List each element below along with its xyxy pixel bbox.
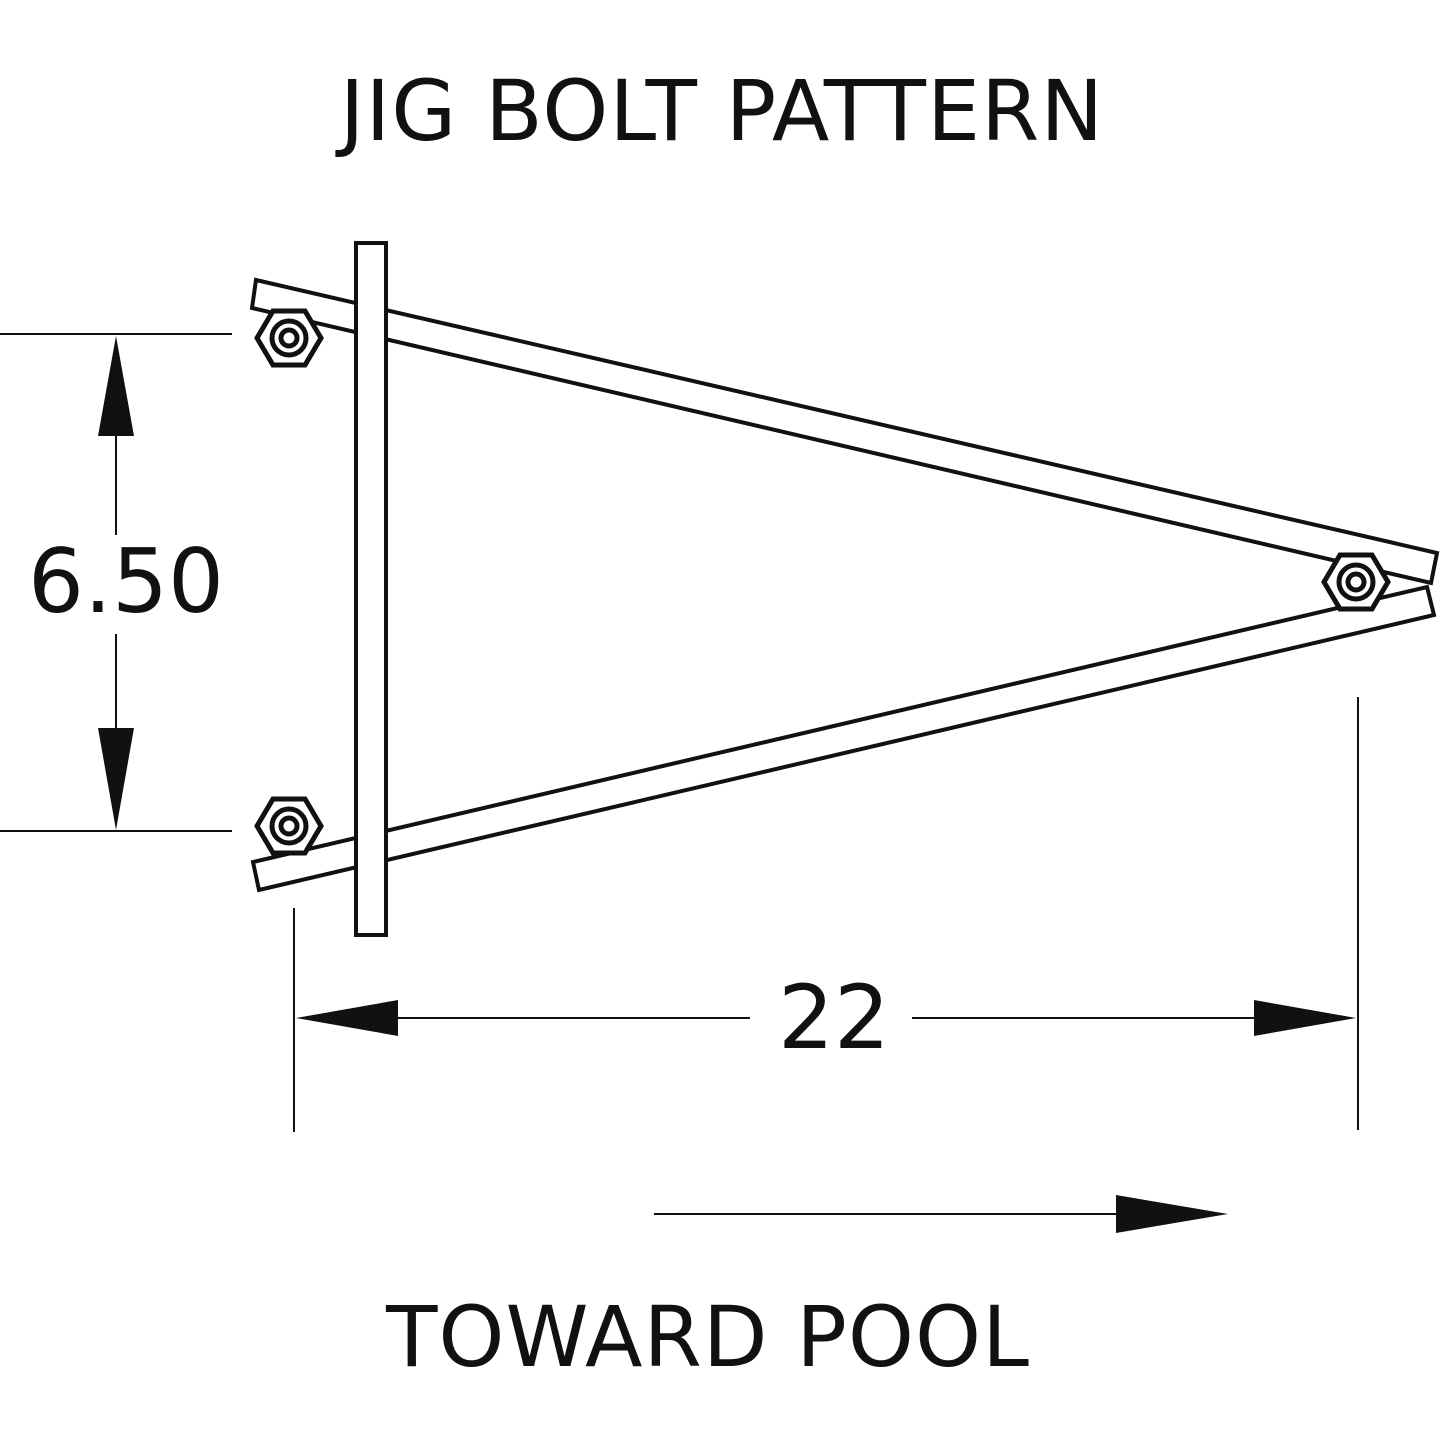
upper-rail [249, 277, 1440, 586]
arrow-up-icon [98, 336, 134, 436]
hex-nut-icon [1321, 552, 1391, 612]
direction-label: TOWARD POOL [385, 1288, 1030, 1386]
hex-nut-icon [254, 308, 324, 368]
lower-rail [250, 584, 1437, 893]
arrow-down-icon [98, 728, 134, 830]
arrow-right-icon [1116, 1195, 1228, 1233]
hex-nut-icon [254, 796, 324, 856]
arrow-left-icon [296, 1000, 398, 1036]
vertical-crossbar [354, 241, 388, 937]
diagram-title: JIG BOLT PATTERN [335, 62, 1105, 160]
horizontal-dimension-value: 22 [778, 966, 890, 1069]
vertical-dimension-value: 6.50 [28, 530, 224, 633]
arrow-right-icon [1254, 1000, 1356, 1036]
